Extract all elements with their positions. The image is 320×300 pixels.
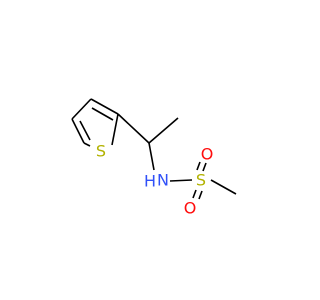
bond-s-c2: [111, 113, 119, 146]
molecule-diagram: S N H S O O: [71, 98, 237, 218]
thiophene-ring: [71, 98, 119, 147]
bond-c4-c5-inner: [79, 120, 91, 141]
ring-sulfur-label: S: [96, 142, 106, 161]
bond-c2-ch: [117, 113, 150, 144]
bond-c3-c4: [71, 98, 92, 120]
nitrogen-label: N: [157, 171, 169, 190]
bond-c4-c5: [71, 118, 85, 144]
sulfonyl-sulfur-label: S: [196, 171, 206, 190]
bond-ch-ch3: [148, 117, 179, 144]
bond-s-o-top-1: [196, 161, 201, 171]
bond-s-o-bottom-1: [192, 189, 197, 199]
bond-s-ch3: [210, 179, 237, 195]
bond-ch-n: [148, 142, 155, 171]
bond-c2-c3-inner: [91, 107, 114, 121]
bond-c5-s: [83, 142, 91, 147]
bond-n-s: [169, 179, 193, 182]
bond-s-o-bottom-2: [198, 190, 203, 200]
bond-c2-c3: [90, 98, 119, 115]
oxygen-top-label: O: [201, 145, 214, 164]
bond-s-o-top-2: [202, 162, 207, 172]
oxygen-bottom-label: O: [184, 199, 197, 218]
structure-canvas: S N H S O O: [71, 98, 237, 218]
hydrogen-label: H: [144, 172, 156, 191]
side-chain: [117, 113, 237, 200]
